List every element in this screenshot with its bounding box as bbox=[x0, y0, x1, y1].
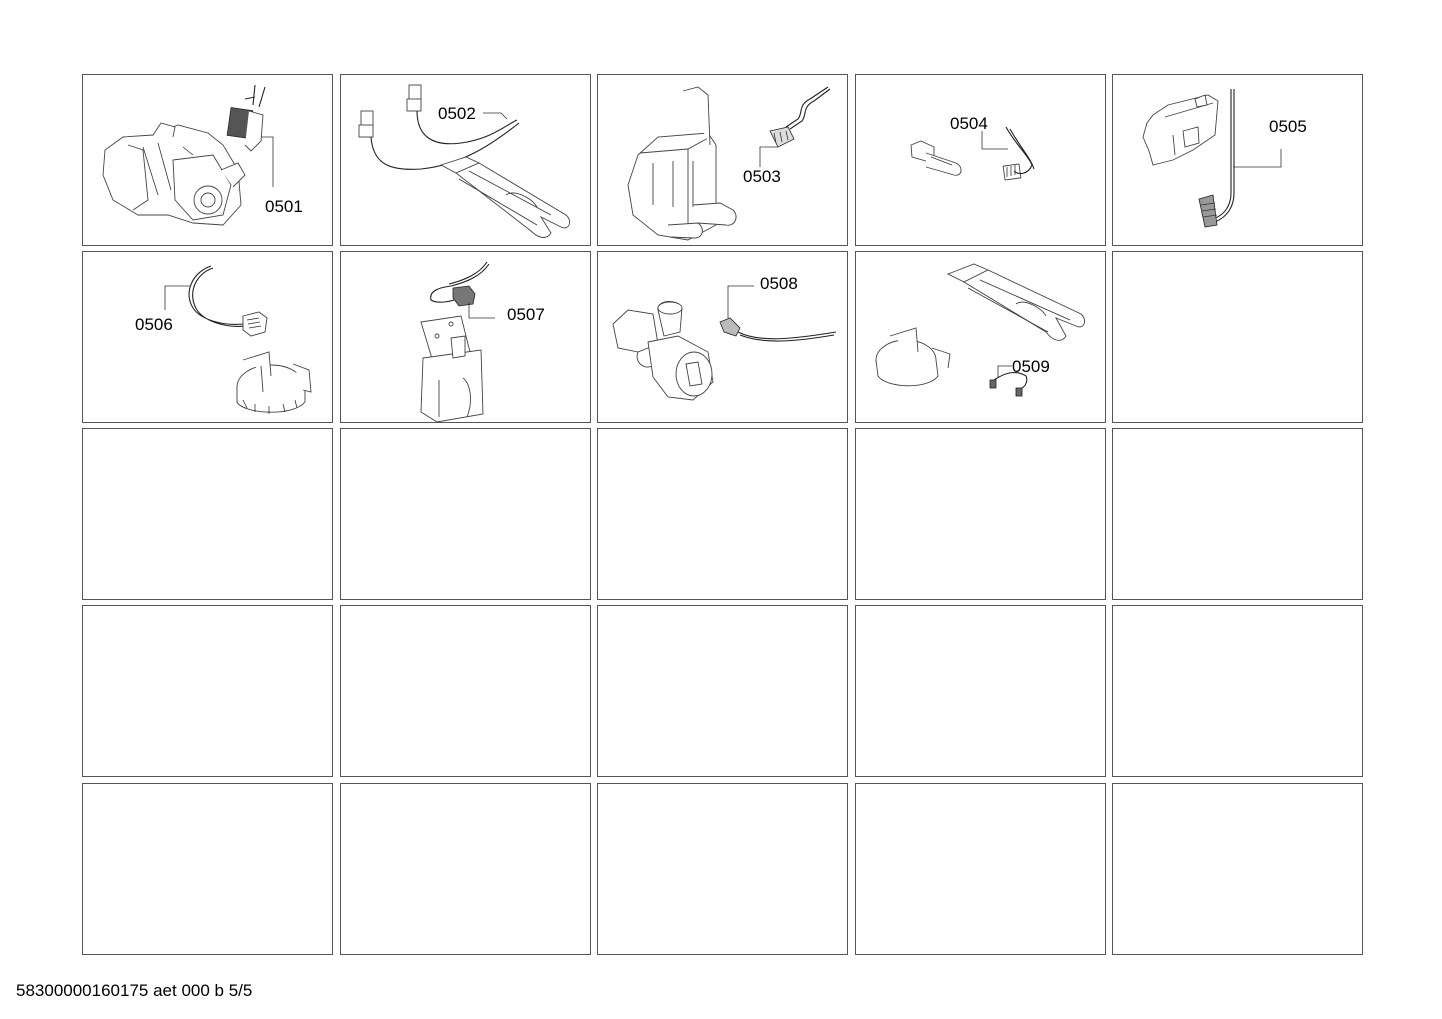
part-cell-0509[interactable]: 0509 bbox=[855, 251, 1106, 423]
empty-cell bbox=[855, 783, 1106, 955]
drain-pump-illustration bbox=[612, 285, 837, 401]
part-cell-0507[interactable]: 0507 bbox=[340, 251, 591, 423]
heater-jumper-illustration bbox=[875, 263, 1086, 397]
suppressor-illustration bbox=[420, 261, 495, 422]
part-number-label: 0506 bbox=[135, 315, 173, 334]
part-cell-0501[interactable]: 0501 bbox=[82, 74, 333, 246]
inlet-valve-illustration bbox=[627, 86, 831, 241]
empty-cell bbox=[597, 783, 848, 955]
part-number-label: 0508 bbox=[760, 274, 798, 293]
empty-cell bbox=[597, 428, 848, 600]
empty-cell bbox=[82, 428, 333, 600]
empty-cell bbox=[1112, 251, 1363, 423]
part-cell-0504[interactable]: 0504 bbox=[855, 74, 1106, 246]
empty-cell bbox=[855, 605, 1106, 777]
empty-cell bbox=[82, 783, 333, 955]
heating-element-illustration bbox=[358, 84, 571, 238]
empty-cell bbox=[1112, 428, 1363, 600]
empty-cell bbox=[340, 428, 591, 600]
empty-cell bbox=[1112, 605, 1363, 777]
part-number-label: 0504 bbox=[950, 114, 988, 133]
part-number-label: 0507 bbox=[507, 305, 545, 324]
motor-illustration bbox=[102, 84, 274, 226]
part-number-label: 0503 bbox=[743, 167, 781, 186]
part-cell-0506[interactable]: 0506 bbox=[82, 251, 333, 423]
part-number-label: 0502 bbox=[438, 104, 476, 123]
document-footer-id: 58300000160175 aet 000 b 5/5 bbox=[16, 981, 253, 1000]
part-cell-0503[interactable]: 0503 bbox=[597, 74, 848, 246]
empty-cell bbox=[340, 605, 591, 777]
part-cell-0505[interactable]: 0505 bbox=[1112, 74, 1363, 246]
empty-cell bbox=[855, 428, 1106, 600]
door-lock-illustration bbox=[1142, 89, 1282, 228]
part-number-label: 0505 bbox=[1269, 117, 1307, 136]
part-number-label: 0501 bbox=[265, 197, 303, 216]
part-number-label: 0509 bbox=[1012, 357, 1050, 376]
empty-cell bbox=[597, 605, 848, 777]
empty-cell bbox=[1112, 783, 1363, 955]
empty-cell bbox=[82, 605, 333, 777]
part-cell-0508[interactable]: 0508 bbox=[597, 251, 848, 423]
ntc-sensor-illustration bbox=[910, 126, 1035, 181]
empty-cell bbox=[340, 783, 591, 955]
pressure-switch-cable-illustration bbox=[164, 265, 312, 414]
part-cell-0502[interactable]: 0502 bbox=[340, 74, 591, 246]
